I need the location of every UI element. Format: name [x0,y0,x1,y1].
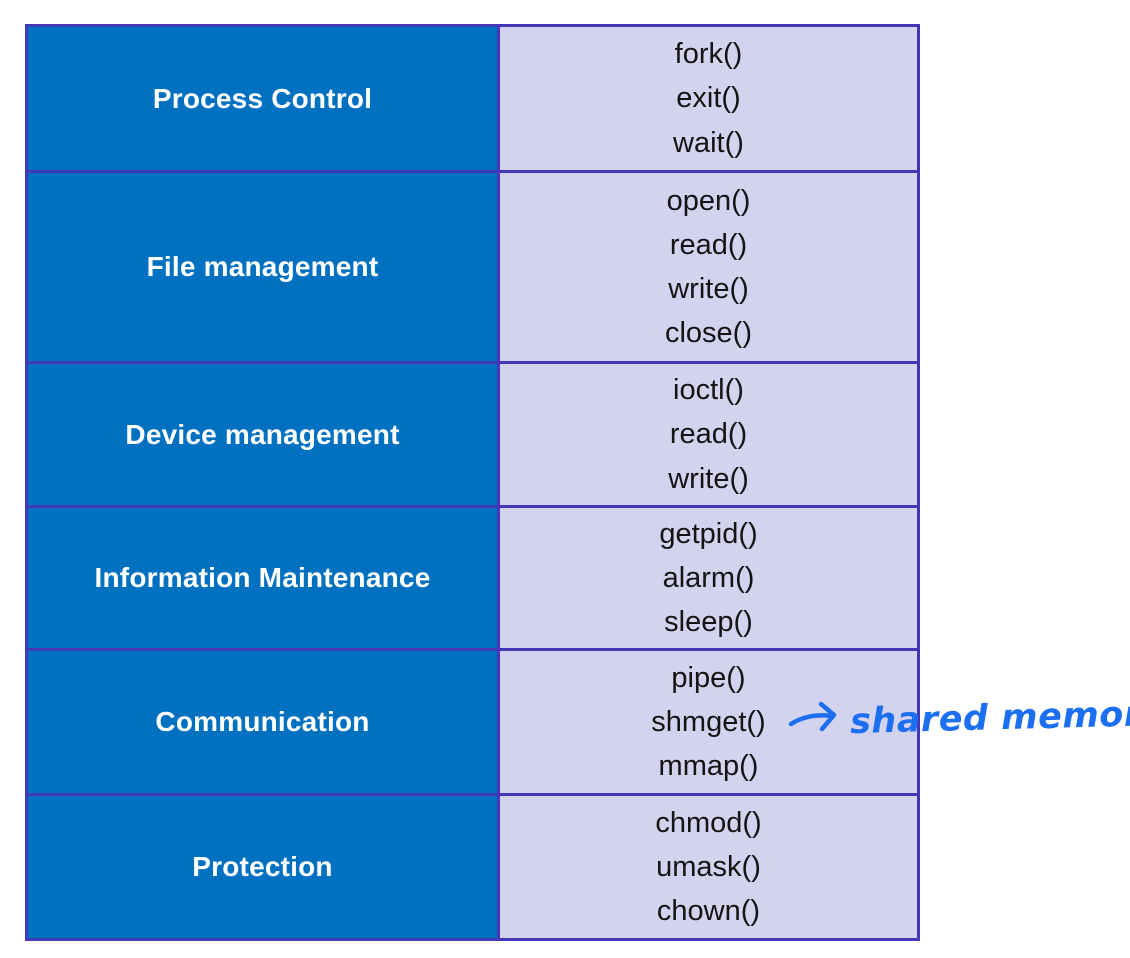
syscall-line: write() [668,462,749,495]
syscall-line: close() [664,317,752,350]
category-label: Protection [192,851,333,882]
syscall-line: write() [668,273,749,305]
category-cell: File management [28,173,500,361]
category-label: File management [146,251,379,282]
syscall-table: Process Control fork() exit() wait() File … [25,24,920,941]
calls-cell: fork() exit() wait() [500,27,917,170]
syscall-line: fork() [674,38,743,71]
syscall-line: read() [669,418,748,451]
category-cell: Device management [28,364,500,505]
syscall-line: pipe() [671,661,746,694]
syscall-line: open() [666,184,751,217]
syscall-line: chmod() [655,806,762,839]
calls-cell: getpid() alarm() sleep() [500,508,917,648]
category-label: Device management [125,418,400,450]
syscall-line: sleep() [664,606,753,639]
syscall-line: mmap() [658,750,759,783]
table-row: Information Maintenance getpid() alarm() s… [28,508,917,651]
category-label: Communication [155,706,370,737]
calls-cell: chmod() umask() chown() [500,796,917,938]
category-cell: Information Maintenance [28,508,500,648]
table-row: Device management ioctl() read() write() [28,364,917,508]
category-label: Process Control [152,82,373,114]
syscall-line: ioctl() [673,374,744,407]
calls-cell: ioctl() read() write() [500,364,917,505]
syscall-line: umask() [656,850,761,883]
syscall-line: chown() [656,895,761,928]
syscall-line: exit() [676,82,741,115]
calls-cell: open() read() write() close() [500,173,917,361]
table-row: Communication pipe() shmget() mmap() [28,651,917,796]
table-row: File management open() read() write() close… [28,173,917,364]
calls-cell: pipe() shmget() mmap() [500,651,917,793]
category-label: Information Maintenance [94,562,431,593]
syscall-line: getpid() [659,517,758,550]
table-row: Process Control fork() exit() wait() [28,27,917,173]
syscall-line: shmget() [651,705,766,738]
category-cell: Communication [28,651,500,793]
category-cell: Protection [28,796,500,938]
syscall-line: wait() [673,126,744,159]
category-cell: Process Control [28,27,500,170]
syscall-line: alarm() [662,561,755,594]
syscall-line: read() [669,228,748,261]
table-row: Protection chmod() umask() chown() [28,796,917,938]
